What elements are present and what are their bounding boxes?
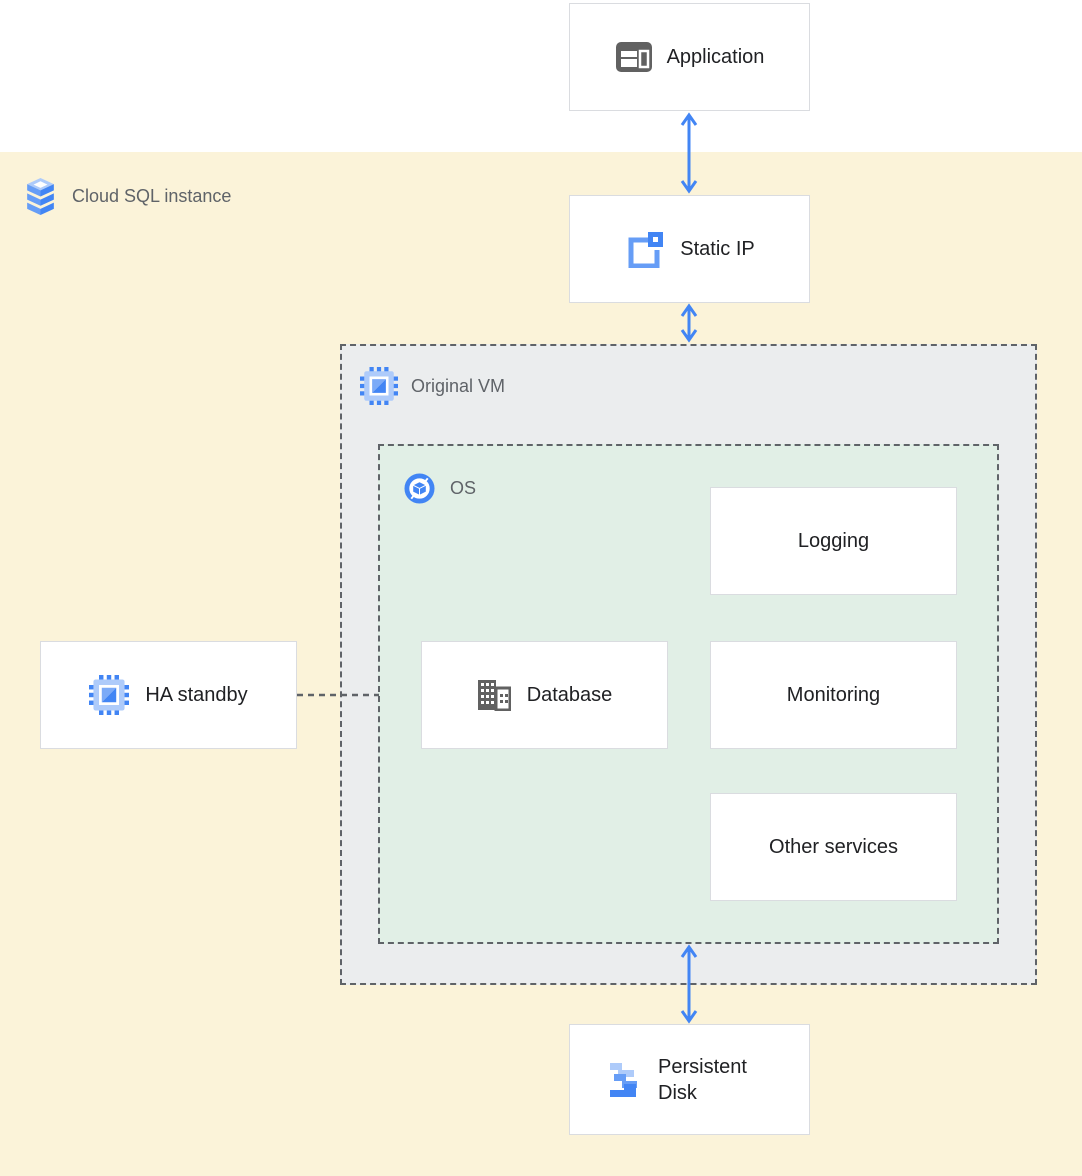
node-label: Static IP (680, 238, 755, 260)
group-os: OS Logging (378, 444, 999, 944)
node-persistent-disk: Persistent Disk (569, 1024, 810, 1135)
node-label: HA standby (145, 684, 248, 706)
node-application: Application (569, 3, 810, 111)
group-label-text: OS (450, 477, 477, 498)
node-ha-standby: HA standby (40, 641, 297, 749)
os-label: OS (404, 472, 476, 504)
node-monitoring: Monitoring (710, 641, 957, 749)
region-label-text: Cloud SQL instance (72, 185, 232, 206)
os-image-icon (404, 472, 435, 504)
node-static-ip: Static IP (569, 195, 810, 303)
node-label: Persistent Disk (658, 1055, 747, 1104)
node-label: Other services (769, 836, 898, 858)
original-vm-label: Original VM (360, 366, 505, 406)
group-label-text: Original VM (411, 375, 506, 396)
node-label: Application (666, 46, 765, 68)
node-database: Database (421, 641, 668, 749)
node-other-services: Other services (710, 793, 957, 901)
node-label: Monitoring (786, 684, 881, 706)
compute-engine-icon (360, 367, 398, 405)
cloud-sql-icon (25, 177, 56, 216)
compute-engine-icon (89, 675, 130, 715)
application-window-icon (615, 41, 653, 73)
group-original-vm: Original VM OS Loggin (340, 344, 1037, 985)
database-building-icon (477, 679, 511, 711)
static-ip-icon (624, 231, 664, 268)
cloud-sql-instance-label: Cloud SQL instance (25, 176, 231, 216)
node-logging: Logging (710, 487, 957, 595)
node-label: Database (526, 684, 613, 706)
node-label: Logging (797, 530, 870, 552)
persistent-disk-icon (606, 1062, 642, 1098)
